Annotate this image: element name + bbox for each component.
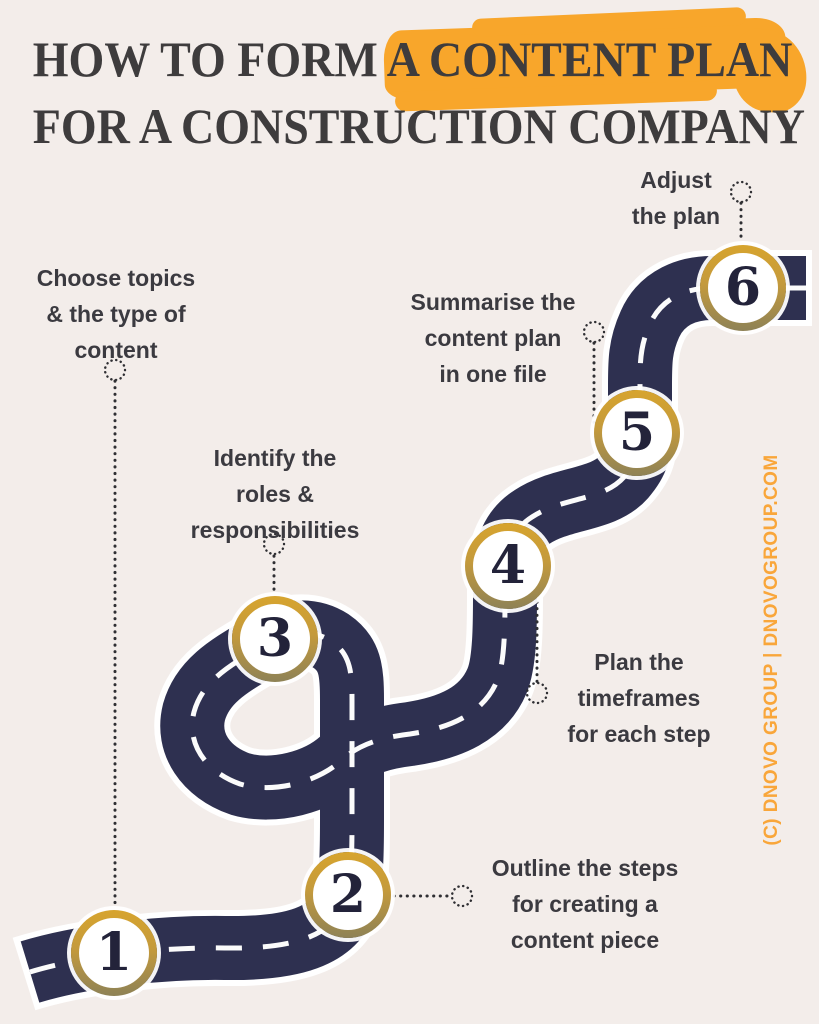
step-5-label-line: Summarise the	[410, 289, 576, 315]
step-1-label-line: Choose topics	[36, 265, 196, 291]
step-5-number: 5	[602, 398, 672, 468]
step-2-connector-dot	[450, 884, 474, 908]
step-5-label-line: in one file	[439, 361, 547, 387]
step-3-number: 3	[240, 604, 310, 674]
step-4-connector-dot	[525, 681, 549, 705]
step-3-label-line: Identify the	[213, 445, 337, 471]
step-3-label: Identify the roles & responsibilities	[191, 440, 360, 548]
step-1-number: 1	[79, 918, 149, 988]
step-3-connector-dot	[262, 532, 286, 556]
step-4-milestone: 4	[465, 523, 551, 609]
step-6-number: 6	[708, 253, 778, 323]
step-2-label-line: content piece	[510, 927, 660, 953]
page-title-line-2: FOR A CONSTRUCTION COMPANY	[32, 98, 805, 154]
step-2-number: 2	[313, 860, 383, 930]
step-5-milestone: 5	[594, 390, 680, 476]
step-5-label-line: content plan	[424, 325, 562, 351]
step-4-label: Plan the timeframes for each step	[567, 644, 710, 752]
step-1-milestone: 1	[71, 910, 157, 996]
step-3-label-line: roles &	[236, 481, 314, 507]
step-1-label: Choose topics & the type of content	[37, 260, 195, 368]
step-6-label: Adjust the plan	[632, 162, 720, 234]
step-2-label-line: Outline the steps	[491, 855, 679, 881]
step-1-connector-dot	[103, 358, 127, 382]
step-6-label-line: Adjust	[640, 167, 712, 193]
step-2-label: Outline the steps for creating a content…	[492, 850, 679, 958]
copyright-watermark: (C) DNOVO GROUP | DNOVOGROUP.COM	[761, 454, 782, 846]
step-4-label-line: for each step	[567, 721, 711, 747]
step-6-label-line: the plan	[631, 203, 721, 229]
step-connectors	[103, 180, 753, 911]
step-3-milestone: 3	[232, 596, 318, 682]
page-title: HOW TO FORM A CONTENT PLAN FOR A CONSTRU…	[0, 26, 819, 160]
title-zone: HOW TO FORM A CONTENT PLAN FOR A CONSTRU…	[0, 0, 819, 170]
page-title-line-1: HOW TO FORM A CONTENT PLAN	[32, 31, 793, 87]
step-3-label-line: responsibilities	[190, 517, 360, 543]
step-1-label-line: content	[74, 337, 158, 363]
step-4-label-line: Plan the	[594, 649, 684, 675]
step-5-connector-dot	[582, 320, 606, 344]
step-6-milestone: 6	[700, 245, 786, 331]
step-2-label-line: for creating a	[512, 891, 658, 917]
step-5-label: Summarise the content plan in one file	[411, 284, 576, 392]
step-2-milestone: 2	[305, 852, 391, 938]
step-4-label-line: timeframes	[577, 685, 701, 711]
step-4-number: 4	[473, 531, 543, 601]
step-1-label-line: & the type of	[46, 301, 186, 327]
step-6-connector-dot	[729, 180, 753, 204]
